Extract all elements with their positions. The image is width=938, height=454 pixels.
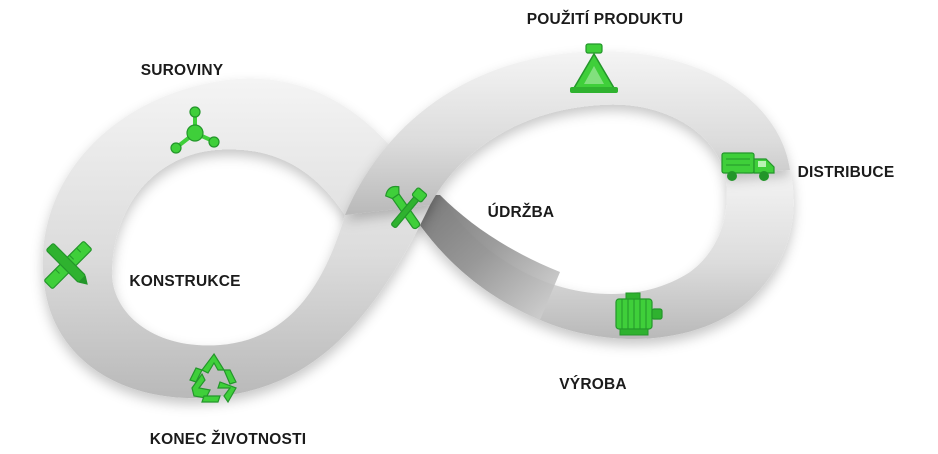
band-right-upper [345,51,790,216]
band-left-loop [42,78,430,399]
ruler-pencil-icon [38,235,98,295]
label-vyroba: VÝROBA [559,376,627,393]
label-pouziti-produktu: POUŽITÍ PRODUKTU [526,11,684,28]
label-suroviny: SUROVINY [140,62,224,79]
warning-triangle-icon [564,42,624,102]
tools-icon [376,181,436,241]
band-twist-shadow [400,195,560,320]
molecule-icon [165,103,225,163]
label-konstrukce: KONSTRUKCE [129,273,241,290]
label-konec-zivotnosti: KONEC ŽIVOTNOSTI [149,431,307,448]
truck-icon [718,135,778,195]
recycle-icon [184,348,244,408]
label-distribuce: DISTRIBUCE [797,164,895,181]
label-udrzba: ÚDRŽBA [487,204,555,221]
motor-icon [608,285,668,345]
